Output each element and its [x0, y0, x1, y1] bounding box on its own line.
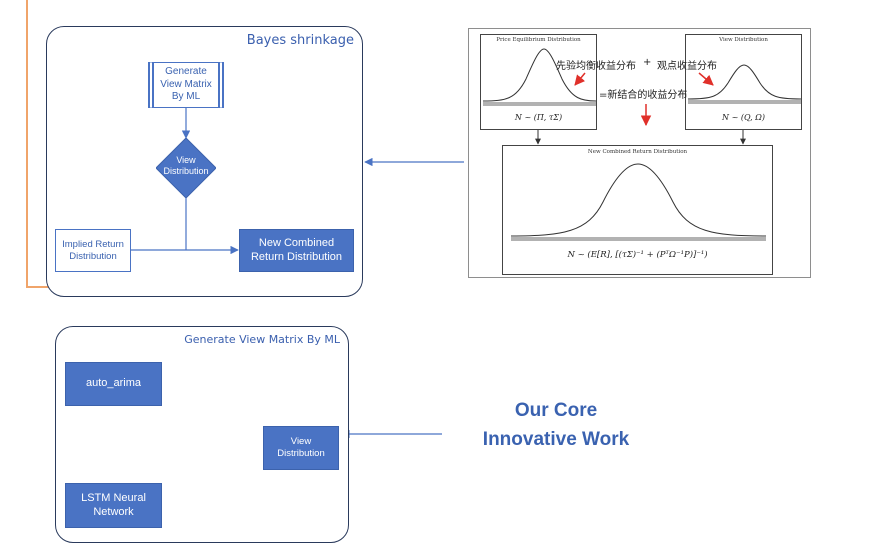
prior-caption: Price Equilibrium Distribution	[496, 37, 581, 43]
orange-bracket-left	[26, 0, 28, 287]
view-bell-curve	[687, 64, 802, 104]
figure-arrows	[535, 72, 746, 145]
combined-bell-curve	[510, 163, 767, 241]
red-arrow-right	[698, 72, 714, 86]
combined-distribution-panel: New Combined Return Distribution N ~ (E[…	[502, 145, 773, 275]
annot-plus-label: +	[643, 57, 652, 68]
core-line-1: Our Core	[514, 400, 598, 421]
annot-prior-label: 先验均衡收益分布	[556, 61, 636, 72]
implied-return-box[interactable]: Implied Return Distribution	[55, 229, 131, 272]
auto-arima-box[interactable]: auto_arima	[65, 362, 162, 406]
view-distribution-diamond-label: View Distribution	[163, 155, 209, 177]
core-line-2: Innovative Work	[482, 428, 630, 450]
combined-formula: N ~ (E[R], [(τΣ)⁻¹ + (PᵀΩ⁻¹P)]⁻¹)	[567, 250, 708, 260]
generate-view-matrix-box[interactable]: Generate View Matrix By ML	[148, 62, 224, 108]
black-litterman-figure: Price Equilibrium Distribution N ~ (Π, τ…	[468, 28, 811, 278]
red-arrow-left	[574, 72, 586, 86]
combined-return-label: New Combined Return Distribution	[250, 236, 343, 263]
view-formula: N ~ (Q, Ω)	[722, 113, 765, 122]
view-caption: View Distribution	[719, 37, 768, 43]
lstm-box[interactable]: LSTM Neural Network	[65, 483, 162, 528]
implied-return-label: Implied Return Distribution	[62, 238, 124, 262]
combined-return-box[interactable]: New Combined Return Distribution	[239, 229, 354, 272]
generate-view-matrix-label: Generate View Matrix By ML	[160, 66, 212, 103]
ml-view-distribution-box[interactable]: View Distribution	[263, 426, 339, 470]
lstm-label: LSTM Neural Network	[81, 491, 146, 518]
prior-bell-curve	[482, 48, 597, 106]
bayes-panel-title: Bayes shrinkage	[246, 33, 354, 48]
combined-caption: New Combined Return Distribution	[587, 149, 688, 155]
ml-panel-title: Generate View Matrix By ML	[184, 333, 340, 346]
auto-arima-label: auto_arima	[85, 377, 142, 390]
ml-view-distribution-label: View Distribution	[277, 436, 325, 459]
view-distribution-diamond[interactable]: View Distribution	[156, 138, 216, 198]
core-innovation-label: Our Core Innovative Work	[456, 397, 656, 454]
prior-formula: N ~ (Π, τΣ)	[514, 113, 563, 122]
annot-view-label: 观点收益分布	[657, 61, 717, 72]
annot-new-label: =新结合的收益分布	[599, 90, 688, 101]
